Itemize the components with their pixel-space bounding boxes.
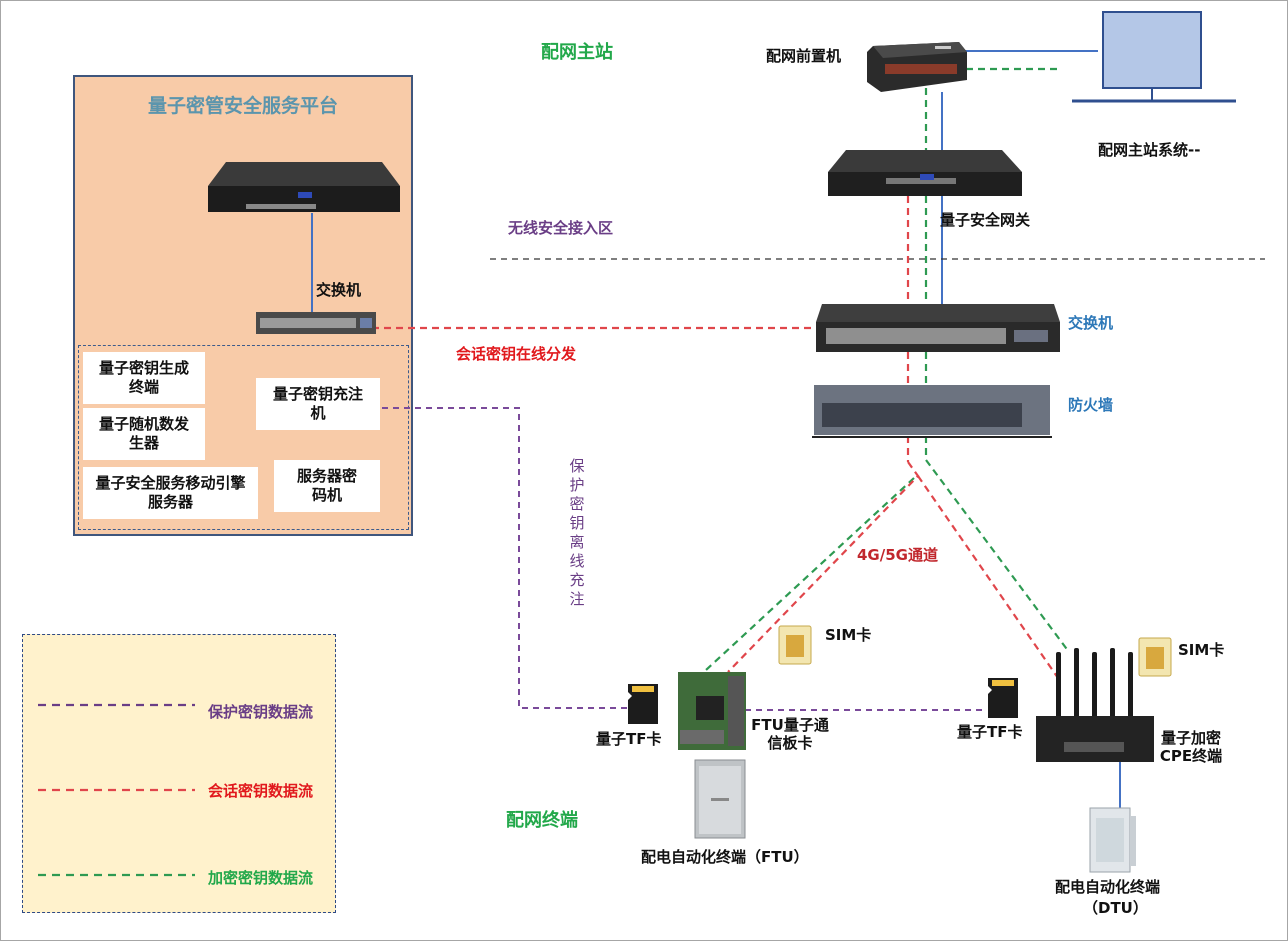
switch-label: 交换机 [1068,314,1114,332]
front-end-server-icon [867,42,967,92]
tf-card-icon-ftu [628,684,658,724]
offline-charge-label: 保护密钥离线充注 [569,457,585,608]
ftu-tf-label: 量子TF卡 [596,730,662,748]
legend-label-encrypt: 加密密钥数据流 [208,869,314,887]
module-key-gen-text: 量子密钥生成终端 [99,359,190,396]
firewall-icon [812,385,1052,438]
legend-label-session: 会话密钥数据流 [208,782,314,800]
ftu-terminal-label: 配电自动化终端（FTU） [641,848,809,866]
ftu-cabinet-icon [694,759,746,839]
dtu-sim-label: SIM卡 [1178,641,1225,659]
legend [22,634,336,913]
platform-switch-icon [256,312,376,334]
terminal-area-label: 配网终端 [506,810,578,831]
master-station-title: 配网主站 [541,42,613,63]
tf-card-icon-dtu [988,678,1018,718]
monitor-icon [1072,11,1236,103]
platform-title: 量子密管安全服务平台 [147,95,338,117]
master-system-label: 配网主站系统-- [1098,141,1201,159]
core-switch-icon [816,304,1060,352]
module-cipher-machine: 服务器密码机 [274,460,380,512]
ftu-sim-label: SIM卡 [825,626,872,644]
ftu-board-label: FTU量子通信板卡 [751,716,829,752]
channel-label: 4G/5G通道 [857,546,938,564]
module-rng-text: 量子随机数发生器 [99,415,190,452]
module-key-charger: 量子密钥充注机 [256,378,380,430]
gateway-label: 量子安全网关 [940,211,1031,229]
cpe-label: 量子加密CPE终端 [1159,729,1223,765]
session-key-distribution-label: 会话密钥在线分发 [456,345,577,363]
ftu-comm-board-icon [678,672,746,750]
dtu-terminal-label-1: 配电自动化终端 [1055,878,1161,896]
cpe-terminal-icon [1036,648,1154,762]
quantum-gateway-icon [828,150,1022,196]
dtu-tf-label: 量子TF卡 [957,723,1023,741]
platform-switch-label: 交换机 [316,281,362,299]
module-key-gen-terminal: 量子密钥生成终端 [83,352,205,404]
dtu-terminal-label-2: （DTU） [1083,899,1148,917]
dtu-terminal-icon [1089,807,1136,873]
module-mobile-engine-text: 量子安全服务移动引擎服务器 [95,474,246,511]
legend-label-protect: 保护密钥数据流 [208,703,314,721]
platform-server-icon [208,162,400,212]
module-key-charger-text: 量子密钥充注机 [273,385,364,422]
firewall-label: 防火墙 [1068,396,1114,414]
module-cipher-text: 服务器密码机 [297,467,358,504]
sim-card-icon-dtu [1138,637,1172,677]
module-rng: 量子随机数发生器 [83,408,205,460]
sim-card-icon-ftu [778,625,812,665]
front-end-label: 配网前置机 [766,47,842,65]
wireless-area-label: 无线安全接入区 [508,219,614,237]
module-mobile-engine: 量子安全服务移动引擎服务器 [83,467,258,519]
